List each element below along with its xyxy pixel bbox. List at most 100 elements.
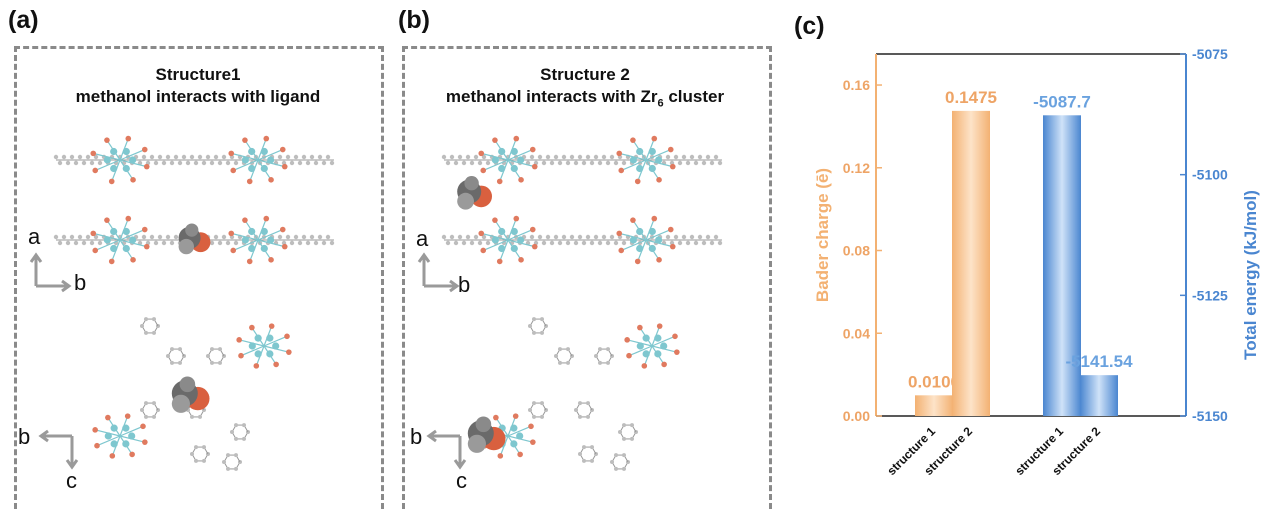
- carbon-atom: [621, 240, 627, 246]
- carbon-atom: [586, 414, 590, 419]
- carbon-atom: [141, 154, 147, 160]
- carbon-atom: [242, 436, 246, 441]
- cluster-bond: [645, 228, 671, 241]
- carbon-atom: [529, 234, 535, 240]
- carbon-atom: [554, 354, 558, 358]
- oxygen-atom: [496, 178, 503, 185]
- carbon-atom: [234, 423, 238, 428]
- right-tick-label: -5100: [1192, 167, 1228, 183]
- carbon-atom: [597, 160, 603, 166]
- carbon-atom: [61, 154, 67, 160]
- oxygen-atom: [528, 423, 534, 430]
- carbon-atom: [230, 430, 234, 434]
- cluster-bond: [507, 228, 533, 241]
- carbon-atom: [293, 234, 299, 240]
- carbon-atom: [210, 360, 214, 365]
- oxygen-atom: [143, 243, 150, 250]
- carbon-atom: [673, 234, 679, 240]
- oxygen-atom: [242, 137, 248, 143]
- zr-atom: [254, 334, 262, 342]
- carbon-atom: [540, 401, 544, 406]
- carbon-atom: [225, 240, 231, 246]
- carbon-atom: [573, 240, 579, 246]
- cluster-bond: [651, 335, 676, 347]
- carbon-atom: [161, 160, 167, 166]
- carbon-atom: [717, 160, 723, 166]
- cluster-bond: [483, 239, 509, 252]
- right-tick-label: -5075: [1192, 46, 1228, 62]
- carbon-atom: [566, 347, 570, 352]
- zr-atom: [642, 334, 650, 342]
- zr-atom: [636, 227, 644, 236]
- carbon-atom: [473, 154, 479, 160]
- oxygen-atom: [634, 178, 641, 185]
- zr-atom: [129, 156, 137, 164]
- carbon-atom: [149, 154, 155, 160]
- oxygen-atom: [480, 247, 487, 254]
- carbon-atom: [709, 160, 715, 166]
- carbon-atom: [705, 154, 711, 160]
- oxygen-atom: [480, 167, 487, 174]
- zr-atom: [260, 244, 268, 253]
- carbon-atom: [234, 436, 238, 441]
- carbon-atom: [593, 234, 599, 240]
- left-tick-label: 0.08: [843, 243, 870, 259]
- zr-atom: [248, 227, 256, 236]
- oxygen-atom: [130, 177, 136, 183]
- carbon-atom: [589, 160, 595, 166]
- cluster-bond: [95, 159, 121, 172]
- zr-atom: [510, 147, 518, 156]
- carbon-atom: [689, 154, 695, 160]
- carbon-atom: [541, 160, 547, 166]
- zr-atom: [498, 244, 506, 253]
- carbon-atom: [561, 234, 567, 240]
- cluster-bond: [628, 345, 653, 357]
- panel-a-title: Structure1 methanol interacts with ligan…: [18, 64, 378, 108]
- right-tick-label: -5150: [1192, 408, 1228, 424]
- panel-b-title-line2: methanol interacts with Zr6 cluster: [445, 87, 725, 110]
- zr-atom: [241, 236, 249, 244]
- zr-atom: [654, 334, 662, 342]
- zr-atom: [122, 227, 130, 236]
- oxygen-atom: [513, 135, 520, 142]
- carbon-atom: [317, 234, 323, 240]
- carbon-atom: [697, 154, 703, 160]
- oxygen-atom: [130, 257, 136, 263]
- carbon-atom: [545, 234, 551, 240]
- carbon-atom: [598, 347, 602, 352]
- carbon-atom: [441, 234, 447, 240]
- carbon-atom: [61, 234, 67, 240]
- carbon-atom: [528, 324, 532, 328]
- panel-a-title-line2: methanol interacts with ligand: [75, 87, 321, 106]
- carbon-atom: [582, 458, 586, 463]
- carbon-atom: [598, 360, 602, 365]
- zr-atom: [104, 432, 112, 440]
- carbon-atom: [301, 154, 307, 160]
- molecular-structures: [29, 135, 723, 471]
- oxygen-atom: [268, 177, 274, 183]
- oxygen-atom: [104, 137, 110, 143]
- zr-atom: [648, 164, 656, 173]
- carbon-atom: [153, 240, 159, 246]
- zr-atom: [248, 244, 256, 253]
- carbon-atom: [585, 154, 591, 160]
- bar-value-label: -5087.7: [1033, 92, 1091, 111]
- bar-value-label: 0.0100: [908, 372, 960, 391]
- carbon-atom: [202, 445, 206, 450]
- panel-a-illustration: [29, 135, 335, 471]
- oxygen-atom: [236, 337, 242, 343]
- cluster-bond: [621, 239, 647, 252]
- zr-atom: [655, 156, 663, 164]
- carbon-atom: [289, 240, 295, 246]
- carbon-atom: [597, 240, 603, 246]
- carbon-atom: [169, 240, 175, 246]
- bar: [915, 395, 953, 416]
- oxygen-atom: [105, 414, 111, 421]
- carbon-atom: [209, 160, 215, 166]
- oxygen-atom: [279, 226, 286, 233]
- axis-arrows: [417, 252, 460, 293]
- oxygen-atom: [281, 243, 288, 250]
- bar-chart: 0.000.040.080.120.16-5150-5125-5100-5075…: [813, 46, 1260, 478]
- carbon-atom: [305, 240, 311, 246]
- carbon-atom: [558, 347, 562, 352]
